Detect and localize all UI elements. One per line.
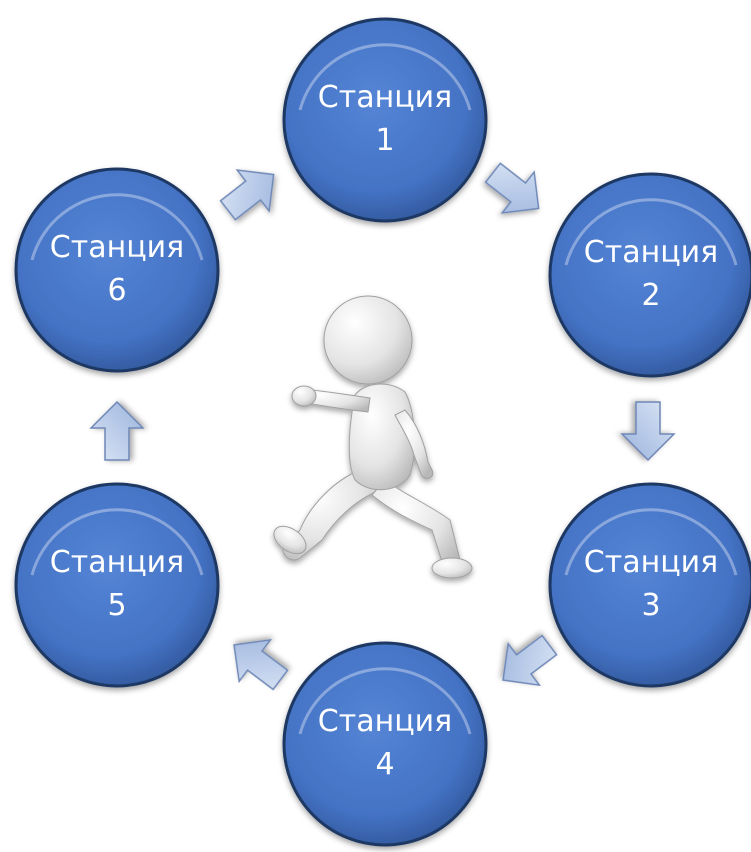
arrow-2-to-3	[620, 401, 676, 462]
station-2-label: Станция	[584, 235, 718, 270]
station-1-number: 1	[375, 123, 394, 158]
station-5: Станция 5	[14, 482, 220, 688]
station-4-number: 4	[375, 747, 394, 782]
station-3-label: Станция	[584, 545, 718, 580]
arrow-3-to-4	[502, 634, 558, 687]
station-6-number: 6	[107, 273, 126, 308]
arrow-1-to-2	[484, 162, 540, 214]
arrow-5-to-6	[89, 400, 145, 461]
station-6-label: Станция	[50, 230, 184, 265]
station-6: Станция 6	[14, 167, 220, 373]
running-person-icon	[273, 295, 473, 579]
station-5-number: 5	[107, 588, 126, 623]
arrow-6-to-1	[219, 169, 275, 221]
station-5-label: Станция	[50, 545, 184, 580]
station-4-label: Станция	[318, 704, 452, 739]
station-1: Станция 1	[282, 17, 488, 223]
station-4: Станция 4	[282, 641, 488, 847]
arrow-4-to-5	[233, 638, 289, 691]
station-2-number: 2	[641, 278, 660, 313]
station-3: Станция 3	[548, 482, 751, 688]
station-3-number: 3	[641, 588, 660, 623]
station-1-label: Станция	[318, 80, 452, 115]
station-2: Станция 2	[548, 172, 751, 378]
